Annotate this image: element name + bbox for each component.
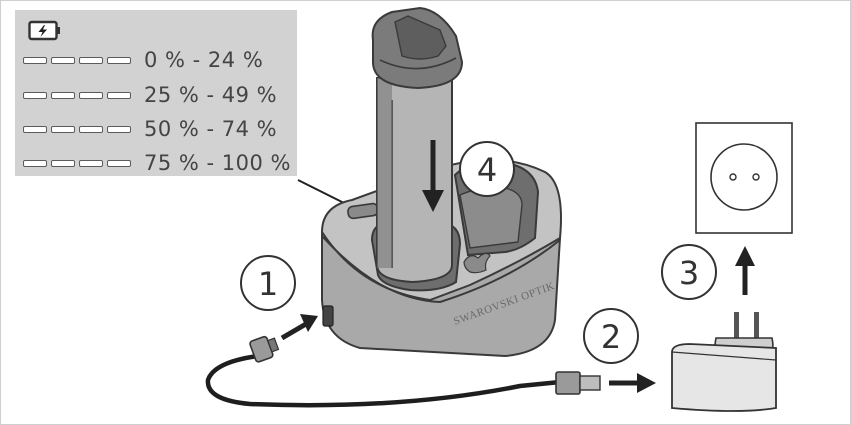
charge-level-legend: 0 % - 24 % 25 % - 49 % 50 % - 74 % 75 % … xyxy=(15,10,297,176)
step-2-marker: 2 xyxy=(583,308,639,364)
step-4-number: 4 xyxy=(477,151,497,189)
step-1-number: 1 xyxy=(258,265,278,303)
step-3-number: 3 xyxy=(679,254,699,292)
plug-to-adapter-arrow xyxy=(609,373,656,393)
power-adapter xyxy=(671,312,777,412)
usb-c-plug xyxy=(249,335,280,363)
battery-pack xyxy=(371,6,464,284)
brand-bird-logo xyxy=(463,252,491,274)
plug-to-cradle-arrow xyxy=(280,314,318,341)
level-row-1: 0 % - 24 % xyxy=(23,48,263,72)
wall-socket xyxy=(695,122,793,234)
level-label: 25 % - 49 % xyxy=(144,83,278,107)
level-label: 75 % - 100 % xyxy=(144,151,291,175)
level-bars xyxy=(23,125,131,133)
level-bars xyxy=(23,56,131,64)
step-1-marker: 1 xyxy=(240,255,296,311)
step-3-marker: 3 xyxy=(661,244,717,300)
level-row-2: 25 % - 49 % xyxy=(23,83,277,107)
usb-cable xyxy=(205,335,601,408)
step-2-number: 2 xyxy=(601,318,621,356)
level-row-4: 75 % - 100 % xyxy=(23,151,291,175)
usb-a-plug xyxy=(555,371,601,395)
level-label: 0 % - 24 % xyxy=(144,48,264,72)
adapter-to-socket-arrow xyxy=(735,246,755,295)
step-4-marker: 4 xyxy=(459,141,515,197)
battery-charging-icon xyxy=(28,20,62,46)
level-bars xyxy=(23,91,131,99)
level-row-3: 50 % - 74 % xyxy=(23,117,277,141)
level-label: 50 % - 74 % xyxy=(144,117,278,141)
insert-down-arrow xyxy=(422,140,444,212)
level-bars xyxy=(23,159,131,167)
usb-port xyxy=(322,305,334,327)
